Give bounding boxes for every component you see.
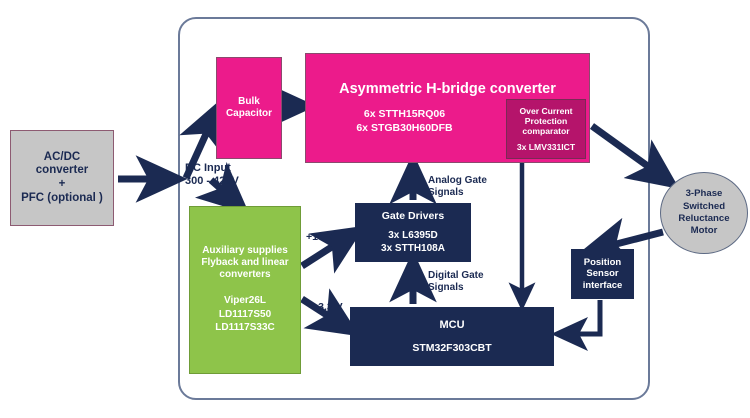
gate-drivers-parts: 3x L6395D 3x STTH108A: [381, 229, 445, 255]
ocp-line2: Protection: [524, 115, 568, 126]
ocp-part: 3x LMV331ICT: [516, 142, 576, 153]
label-15v-rail: +15 V: [306, 231, 334, 243]
mcu-part: STM32F303CBT: [412, 341, 492, 354]
ocp-line1: Over Current: [519, 105, 573, 116]
mcu-title: MCU: [439, 318, 465, 331]
position-sensor-line3: interface: [582, 279, 623, 291]
motor-line3: Reluctance: [678, 213, 730, 224]
aux-part-3: LD1117S33C: [215, 322, 275, 334]
bulk-capacitor-line1: Bulk: [238, 96, 260, 108]
aux-part-1: Viper26L: [223, 295, 267, 307]
block-acdc-converter[interactable]: AC/DC converter + PFC (optional ): [10, 130, 114, 226]
block-bulk-capacitor[interactable]: Bulk Capacitor: [216, 57, 282, 159]
position-sensor-line2: Sensor: [586, 268, 619, 280]
label-dc-input: DC Input 300 - 420V: [185, 162, 239, 188]
motor-label: 3-Phase Switched Reluctance Motor: [678, 188, 729, 238]
acdc-line4: PFC (optional ): [21, 191, 103, 204]
system-boundary-container: [178, 17, 650, 400]
gate-drivers-part-2: 3x STTH108A: [381, 243, 445, 255]
acdc-line2: converter: [35, 164, 89, 177]
label-33v-rail: +3.3 V: [312, 301, 343, 313]
bulk-capacitor-line2: Capacitor: [225, 108, 273, 119]
block-over-current-protection-comparator[interactable]: Over Current Protection comparator 3x LM…: [506, 99, 586, 159]
block-gate-drivers[interactable]: Gate Drivers 3x L6395D 3x STTH108A: [355, 203, 471, 262]
motor-line1: 3-Phase: [685, 188, 723, 200]
motor-line2: Switched: [682, 200, 726, 212]
aux-line1: Auxiliary supplies: [202, 245, 288, 257]
label-analog-gate-signals: Analog Gate Signals: [428, 175, 487, 199]
aux-line2: Flyback and linear: [201, 256, 289, 268]
acdc-line1: AC/DC: [43, 150, 81, 163]
ocp-line3: comparator: [522, 126, 570, 136]
aux-part-2: LD1117S50: [218, 308, 272, 320]
aux-line3: converters: [219, 268, 271, 280]
acdc-line3: +: [58, 178, 66, 190]
gate-drivers-part-1: 3x L6395D: [388, 230, 438, 242]
motor-line4: Motor: [690, 225, 718, 237]
block-position-sensor-interface[interactable]: Position Sensor interface: [571, 249, 634, 299]
block-three-phase-switched-reluctance-motor[interactable]: 3-Phase Switched Reluctance Motor: [660, 172, 748, 254]
block-mcu[interactable]: MCU STM32F303CBT: [350, 307, 554, 366]
aux-parts: Viper26L LD1117S50 LD1117S33C: [215, 294, 275, 335]
position-sensor-line1: Position: [583, 257, 622, 269]
hbridge-part-2: 6x STGB30H60DFB: [356, 122, 453, 135]
hbridge-part-1: 6x STTH15RQ06: [363, 107, 446, 120]
hbridge-parts: 6x STTH15RQ06 6x STGB30H60DFB: [356, 107, 452, 135]
block-auxiliary-supplies[interactable]: Auxiliary supplies Flyback and linear co…: [189, 206, 301, 374]
hbridge-title: Asymmetric H-bridge converter: [339, 80, 556, 97]
label-digital-gate-signals: Digital Gate Signals: [428, 270, 484, 294]
gate-drivers-title: Gate Drivers: [381, 209, 445, 222]
